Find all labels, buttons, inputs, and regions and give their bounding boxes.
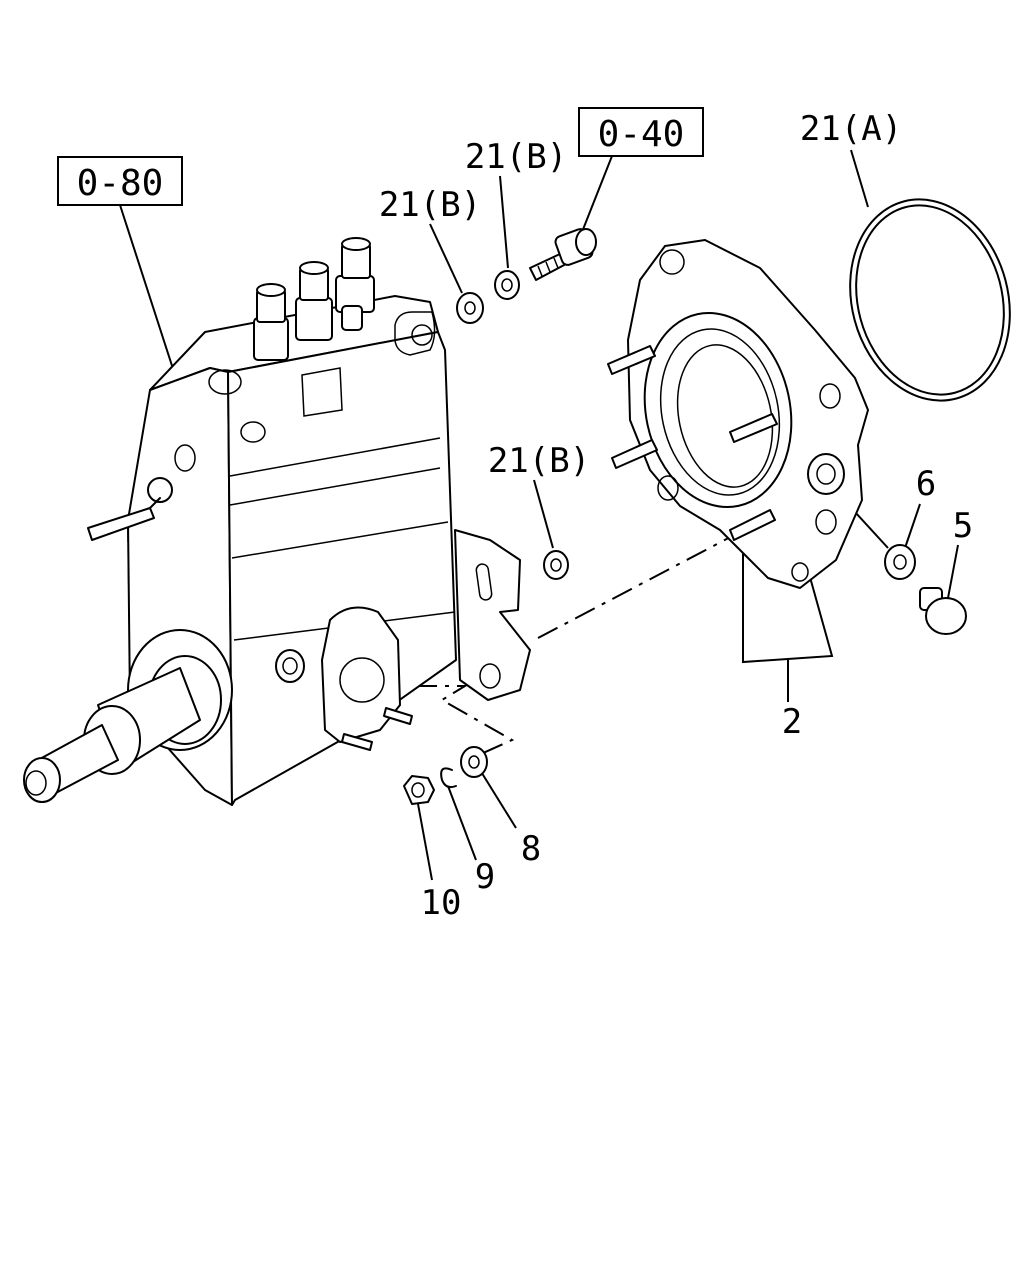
delivery-valve-holder-3 [335,237,375,331]
plug-5[interactable] [919,587,967,635]
delivery-valve-holder-1 [253,283,289,361]
callout-10[interactable]: 10 [421,883,462,923]
callout-21b-top[interactable]: 21(B) [465,137,567,177]
reference-label-0-40: 0-40 [598,114,685,155]
callout-21a[interactable]: 21(A) [800,109,902,149]
callout-21b-lower[interactable]: 21(B) [488,441,590,481]
callout-21b-washer[interactable]: 21(B) [379,185,481,225]
sealing-washer-21b-3[interactable] [543,550,569,580]
callout-6[interactable]: 6 [916,464,936,504]
banjo-bolt[interactable] [529,227,597,281]
sealing-washer-21b-2[interactable] [456,292,484,324]
leader-lines [119,149,959,881]
callout-5[interactable]: 5 [953,506,973,546]
nut-10[interactable] [403,775,435,805]
reference-label-0-80: 0-80 [77,163,164,204]
callout-2[interactable]: 2 [782,702,802,742]
o-ring-21a[interactable] [828,181,1024,418]
callout-9[interactable]: 9 [475,857,495,897]
pump-side-cover[interactable] [275,606,413,751]
sealing-washer-21b-1[interactable] [494,270,520,300]
spring-washer-9[interactable] [440,767,457,789]
pump-mounting-flange[interactable] [454,529,531,701]
delivery-valve-holders[interactable] [253,237,375,361]
control-lever[interactable] [87,477,173,541]
adapter-housing-2[interactable] [607,239,869,589]
washer-6[interactable] [884,544,916,580]
washer-8[interactable] [460,746,488,778]
housing-studs [607,345,778,541]
callout-8[interactable]: 8 [521,829,541,869]
delivery-valve-holder-2 [295,261,333,341]
reference-box-0-40[interactable]: 0-40 [578,107,704,157]
camshaft[interactable] [23,629,233,803]
reference-box-0-80[interactable]: 0-80 [57,156,183,206]
